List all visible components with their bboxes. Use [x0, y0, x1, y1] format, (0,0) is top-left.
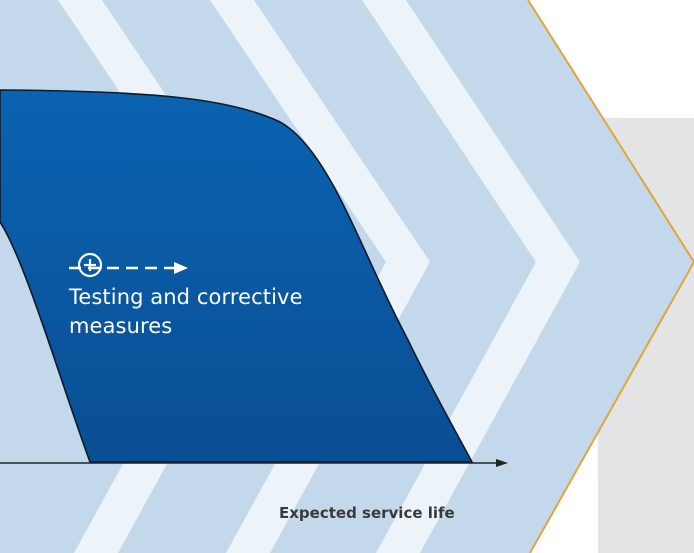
- corrective-measures-label-line-2: measures: [69, 314, 173, 338]
- service-life-curve: [0, 89, 474, 463]
- x-axis: [0, 459, 508, 467]
- x-axis-arrowhead: [496, 459, 508, 467]
- dashed-arrow-icon: [69, 262, 188, 274]
- x-axis-label: Expected service life: [279, 504, 455, 522]
- chevron-outline: [527, 0, 694, 553]
- chevron-stripe-3: [362, 0, 580, 553]
- corrective-measures-label-line-1: Testing and corrective: [69, 285, 303, 309]
